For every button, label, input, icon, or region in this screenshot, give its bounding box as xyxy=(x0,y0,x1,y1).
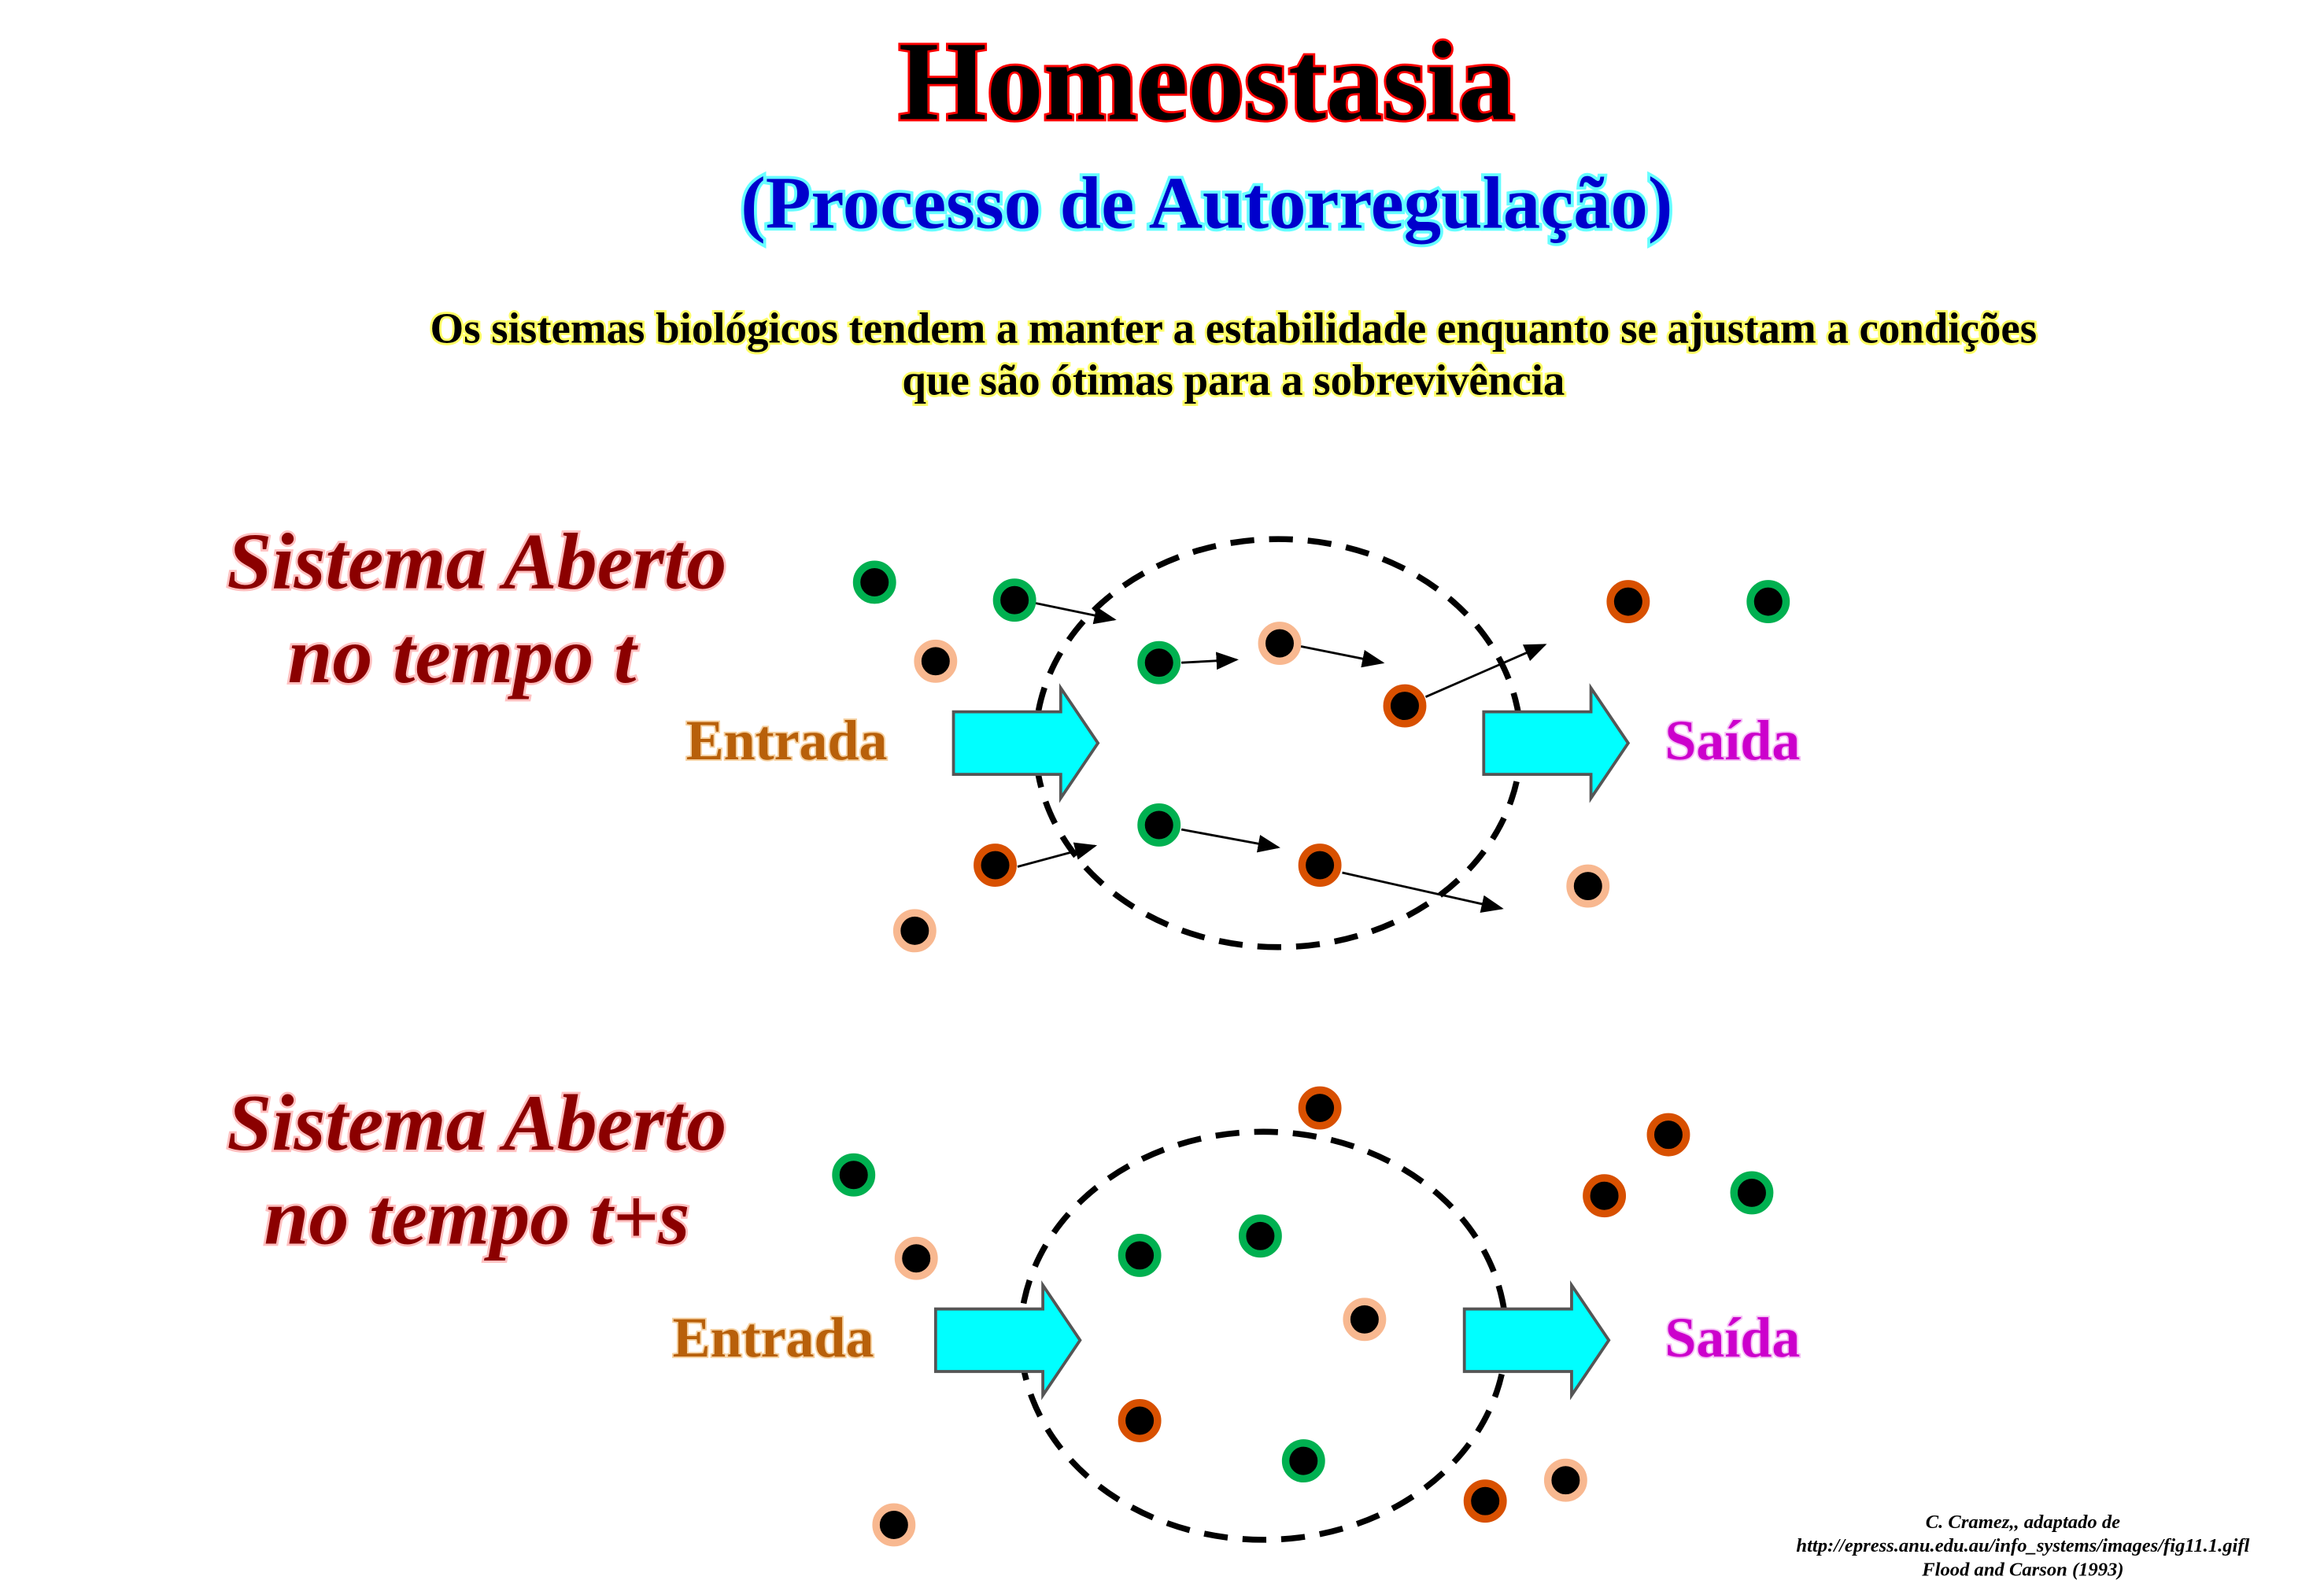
movement-arrow xyxy=(1181,652,1239,670)
particle-peach xyxy=(894,1236,938,1280)
movement-arrow xyxy=(1035,602,1117,625)
input-block-arrow xyxy=(933,1280,1082,1401)
output-label: Saída xyxy=(1664,709,1800,772)
system-boundary xyxy=(1032,536,1524,951)
output-label: Saída xyxy=(1664,1306,1800,1369)
particle-green xyxy=(1281,1439,1325,1483)
movement-arrow xyxy=(1017,842,1098,868)
particle-green xyxy=(1118,1233,1162,1277)
particle-peach xyxy=(1566,864,1610,908)
particle-orange xyxy=(974,844,1017,888)
movement-arrow xyxy=(1300,644,1385,668)
description-line-1: Os sistemas biológicos tendem a manter a… xyxy=(430,304,2038,352)
panel-time-t-plus-s: Sistema Aberto no tempo t+s Entrada Saíd… xyxy=(225,1076,1801,1547)
credit: C. Cramez,, adaptado de http://epress.an… xyxy=(1796,1512,2249,1580)
particle-green xyxy=(852,560,896,604)
input-label: Entrada xyxy=(673,1306,874,1369)
particle-orange xyxy=(1383,684,1427,728)
particle-peach xyxy=(892,909,937,953)
description-line-2: que são ótimas para a sobrevivência xyxy=(902,356,1565,404)
page-subtitle: (Processo de Autorregulação) xyxy=(741,163,1672,245)
particle-peach xyxy=(1543,1458,1587,1502)
credit-line-1: C. Cramez,, adaptado de xyxy=(1926,1512,2120,1533)
particle-orange xyxy=(1646,1113,1690,1157)
particle-green xyxy=(1730,1171,1774,1215)
particle-green xyxy=(992,578,1036,622)
particle-peach xyxy=(914,639,958,683)
movement-arrow xyxy=(1342,871,1504,913)
page-title: Homeostasia xyxy=(899,19,1515,144)
particle-green xyxy=(1137,803,1181,847)
system-boundary xyxy=(1017,1128,1509,1543)
panel-label-line-2: no tempo t xyxy=(288,611,638,700)
output-block-arrow xyxy=(1462,1280,1611,1401)
particle-orange xyxy=(1606,580,1650,624)
particle-orange xyxy=(1298,844,1342,888)
credit-line-3: Flood and Carson (1993) xyxy=(1921,1559,2123,1580)
panel-label-line-1: Sistema Aberto xyxy=(227,518,726,607)
panel-label-line-1: Sistema Aberto xyxy=(227,1079,726,1168)
particle-peach xyxy=(872,1503,916,1547)
credit-line-2: http://epress.anu.edu.au/info_systems/im… xyxy=(1796,1535,2249,1556)
panel-time-t: Sistema Aberto no tempo t Entrada Saída xyxy=(225,515,1801,953)
particle-green xyxy=(1746,580,1790,624)
panel-label-line-2: no tempo t+s xyxy=(264,1172,690,1261)
particle-green xyxy=(1238,1214,1282,1258)
movement-arrow xyxy=(1180,828,1280,853)
particle-orange xyxy=(1583,1174,1627,1218)
input-block-arrow xyxy=(951,683,1100,803)
particle-orange xyxy=(1298,1086,1342,1130)
particle-green xyxy=(832,1153,876,1197)
particle-green xyxy=(1137,640,1181,685)
movement-arrow xyxy=(1424,644,1547,699)
input-label: Entrada xyxy=(686,709,888,772)
output-block-arrow xyxy=(1482,683,1631,803)
particle-orange xyxy=(1118,1399,1162,1442)
particle-peach xyxy=(1258,622,1302,666)
particle-peach xyxy=(1343,1298,1387,1342)
particle-orange xyxy=(1463,1479,1507,1523)
